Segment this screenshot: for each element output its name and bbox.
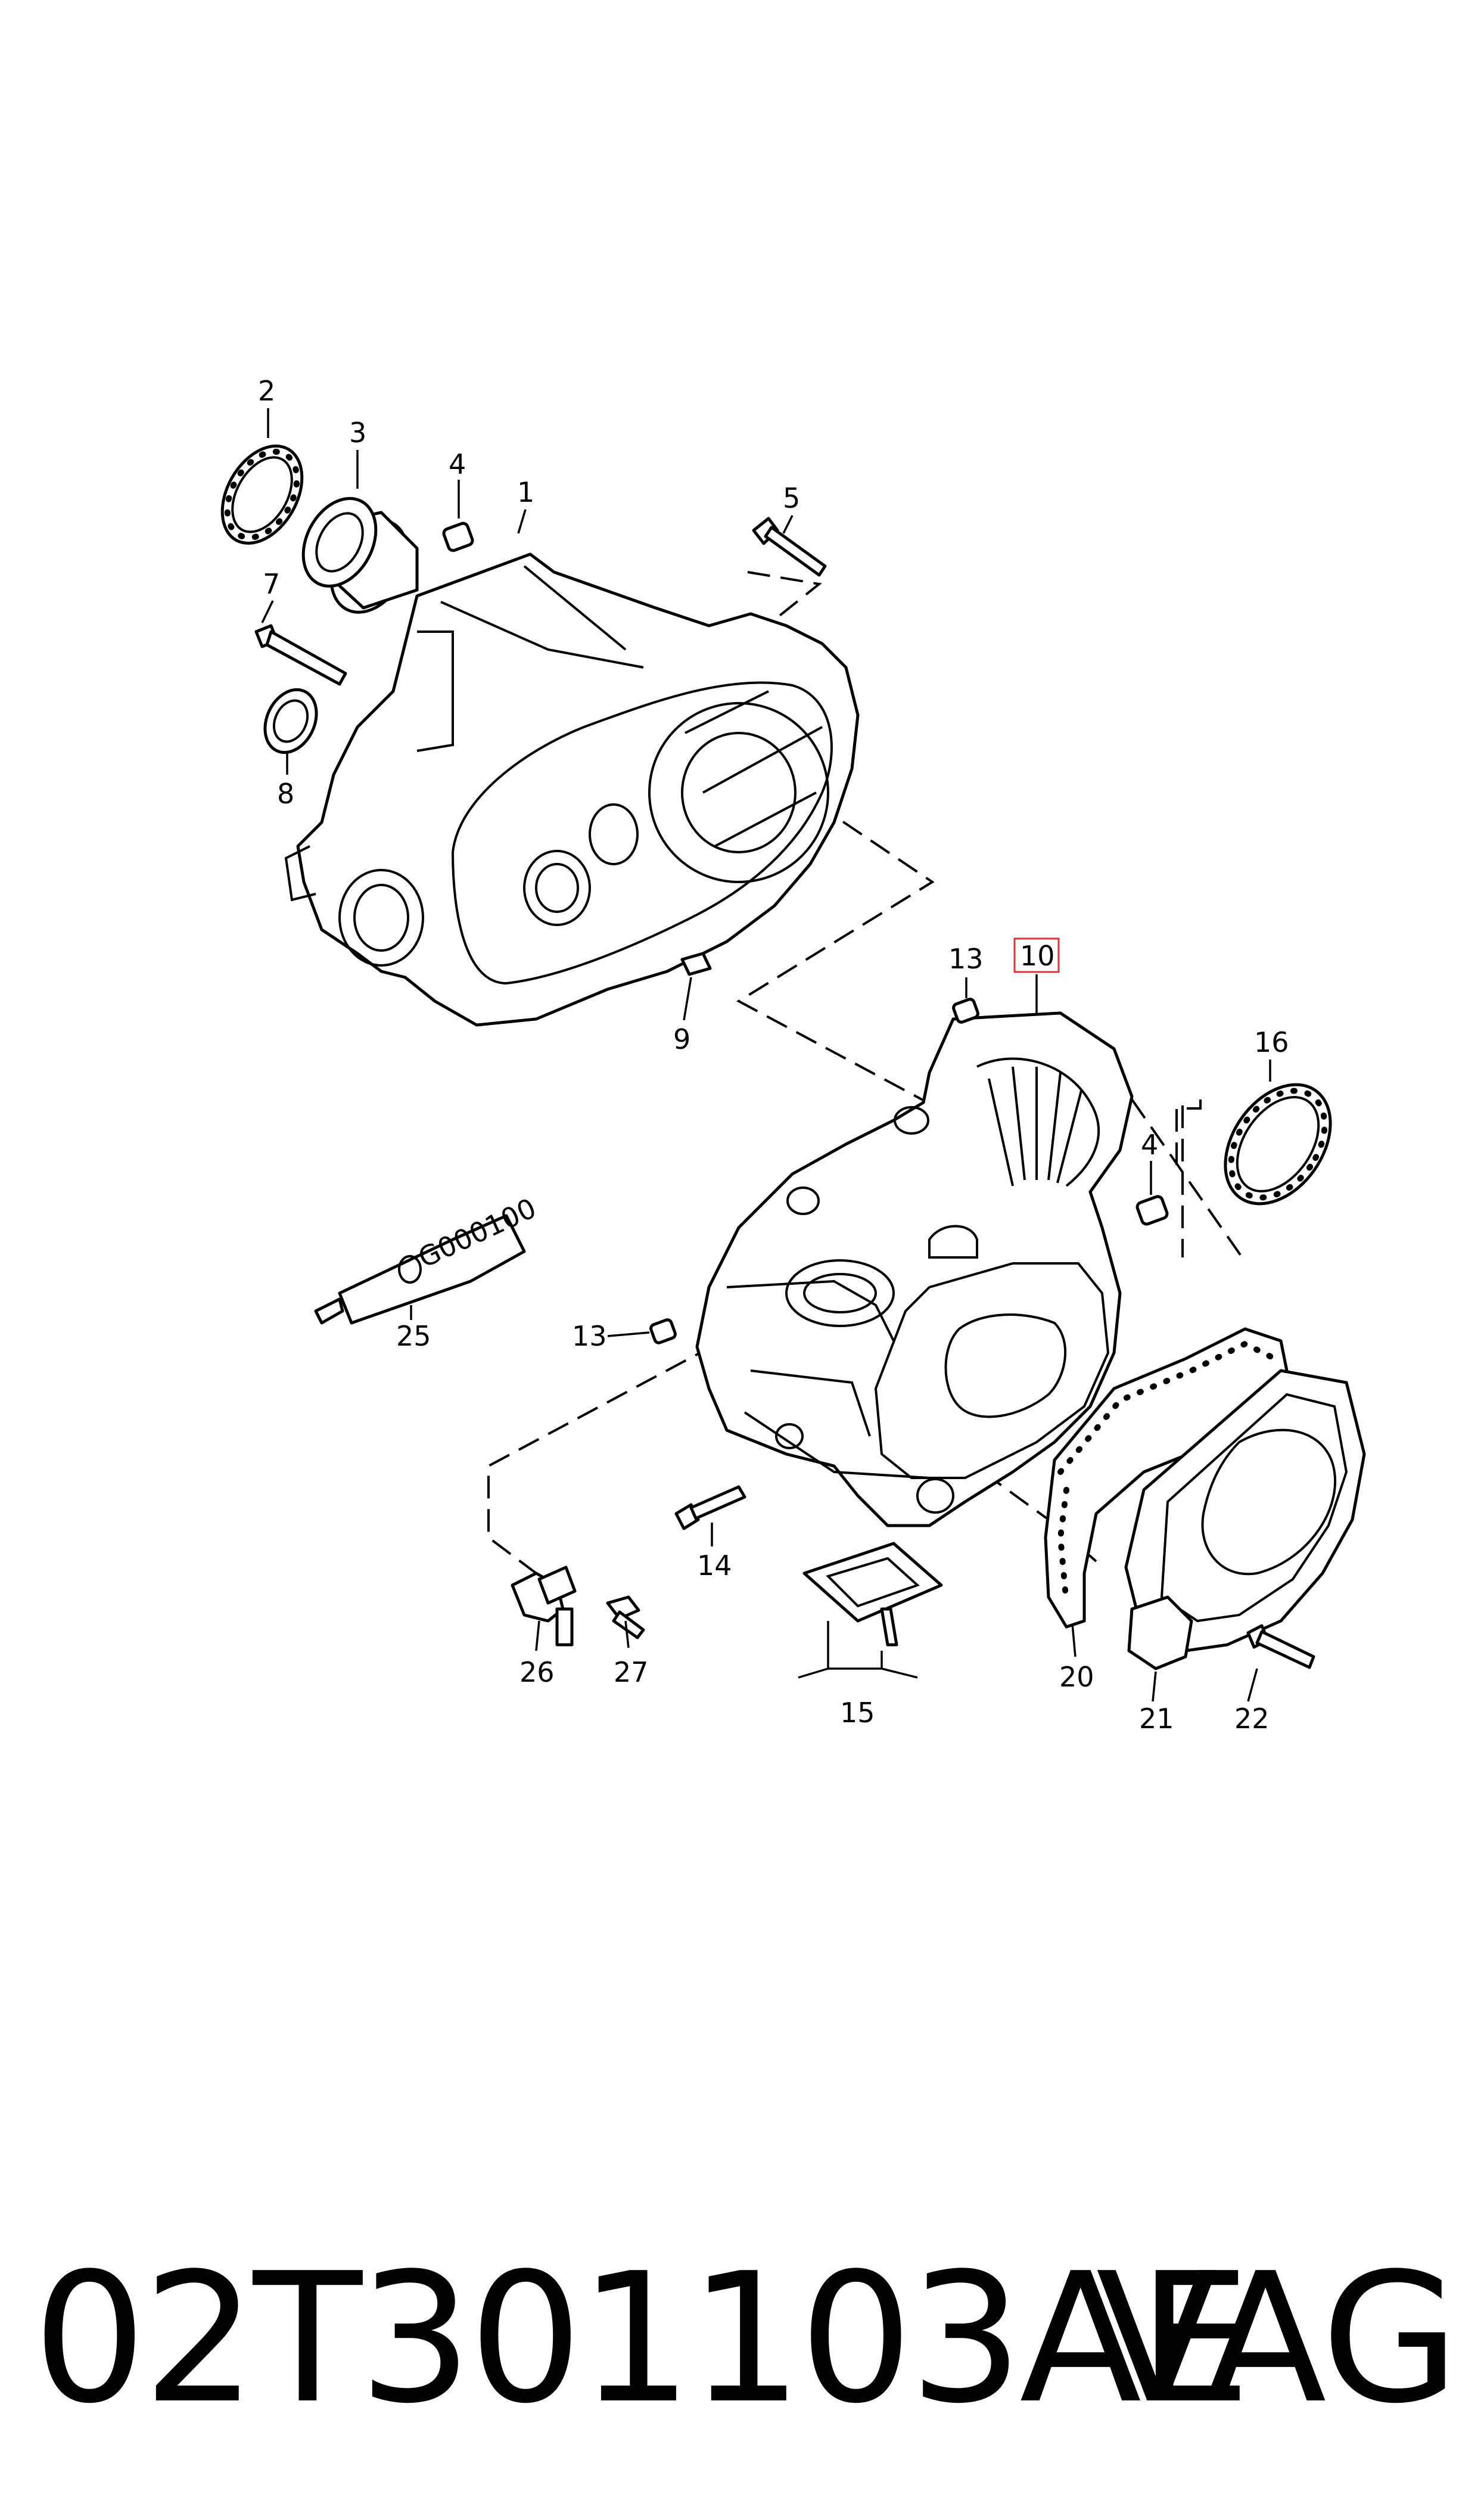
seal-ring-part-2: [220, 444, 304, 545]
sleeve-part-4-lower: [1135, 1195, 1169, 1226]
callout-20: 20: [1059, 1661, 1094, 1693]
gearbox-housing-part-10: [695, 1011, 1134, 1527]
footer: 02T301103AE VAG: [0, 2238, 1484, 2476]
seal-part-8: [263, 688, 318, 754]
bearing-part-3: [301, 496, 419, 614]
transmission-housing-part-1: [284, 552, 860, 1027]
callout-10-highlight: [1013, 937, 1060, 973]
callout-22: 22: [1234, 1703, 1270, 1735]
sleeve-part-13-upper: [952, 998, 979, 1024]
exploded-parts-diagram: G000100 2 3 4: [220, 375, 1366, 1735]
callout-2: 2: [258, 375, 275, 407]
callout-26: 26: [519, 1656, 555, 1688]
callout-7: 7: [263, 568, 280, 600]
clip-part-9: [680, 952, 712, 976]
callout-27: 27: [614, 1656, 649, 1688]
sleeve-part-4-upper: [442, 521, 474, 552]
brand-name: VAG: [1096, 2235, 1460, 2443]
callout-4-upper: 4: [449, 448, 466, 480]
callout-8: 8: [277, 778, 294, 810]
sealant-tube-part-25: G000100: [314, 1192, 541, 1325]
end-cover-part-21: [1124, 1369, 1366, 1670]
sleeve-part-13-lower: [649, 1318, 677, 1344]
callout-25: 25: [396, 1320, 431, 1352]
callout-1: 1: [517, 476, 534, 508]
callout-5: 5: [783, 482, 800, 514]
callout-4-lower: 4: [1141, 1129, 1158, 1161]
gasket-part-20: [1044, 1327, 1289, 1629]
callout-numbers: 2 3 4 1 5 7 8 9 10 13 16 4 13 25 14 26 2…: [258, 375, 1289, 1735]
callout-10: 10: [1020, 940, 1055, 972]
part-number: 02T301103AE: [33, 2235, 1251, 2443]
callout-9: 9: [673, 1023, 690, 1055]
callout-3: 3: [349, 417, 366, 449]
callout-21: 21: [1139, 1703, 1174, 1735]
bolt-part-7: [254, 624, 347, 686]
cover-plate-part-15: [802, 1542, 943, 1647]
seal-ring-part-16: [1224, 1083, 1332, 1206]
sensor-part-14: [674, 1485, 746, 1530]
callout-13-lower: 13: [572, 1320, 607, 1352]
callout-15: 15: [840, 1697, 875, 1729]
callout-16: 16: [1254, 1026, 1289, 1058]
bolt-part-5: [752, 517, 827, 577]
sensor-part-26: [511, 1566, 577, 1647]
bolt-part-27: [606, 1595, 645, 1639]
callout-14: 14: [697, 1549, 732, 1582]
callout-13-upper: 13: [948, 943, 984, 975]
bolt-part-22: [1246, 1624, 1315, 1669]
leader-lines: [261, 408, 1271, 1702]
